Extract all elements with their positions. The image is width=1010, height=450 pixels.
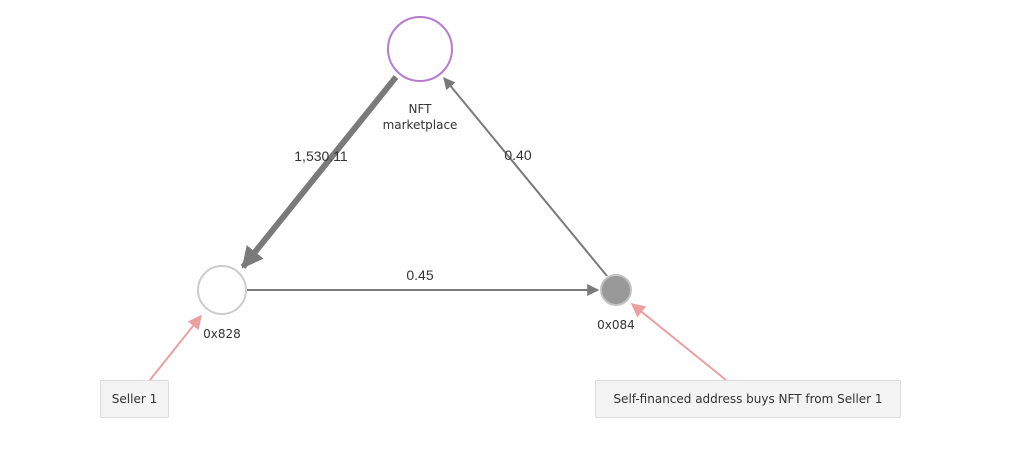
node-nft-marketplace[interactable]: [387, 16, 453, 82]
edge-buyer-to-marketplace: [443, 77, 608, 277]
callout-self-financed: Self-financed address buys NFT from Sell…: [595, 380, 901, 418]
node-label-seller: 0x828: [203, 327, 241, 341]
edge-marketplace-to-seller: [240, 75, 399, 269]
callout-arrow-self-financed: [630, 303, 727, 381]
callout-seller-1: Seller 1: [100, 380, 169, 418]
node-label-marketplace-line2: marketplace: [383, 118, 458, 132]
node-seller-0x828[interactable]: [197, 265, 247, 315]
node-buyer-0x084[interactable]: [600, 274, 632, 306]
edge-label-seller-to-buyer: 0.45: [406, 267, 433, 283]
node-label-buyer: 0x084: [597, 318, 635, 332]
callout-arrow-seller: [149, 314, 202, 381]
edge-label-buyer-to-marketplace: 0.40: [504, 147, 531, 163]
node-label-marketplace-line1: NFT: [409, 102, 433, 116]
callout-seller-1-text: Seller 1: [111, 392, 158, 406]
edge-label-marketplace-to-seller: 1,530.11: [294, 148, 348, 164]
callout-self-financed-text: Self-financed address buys NFT from Sell…: [613, 392, 883, 406]
